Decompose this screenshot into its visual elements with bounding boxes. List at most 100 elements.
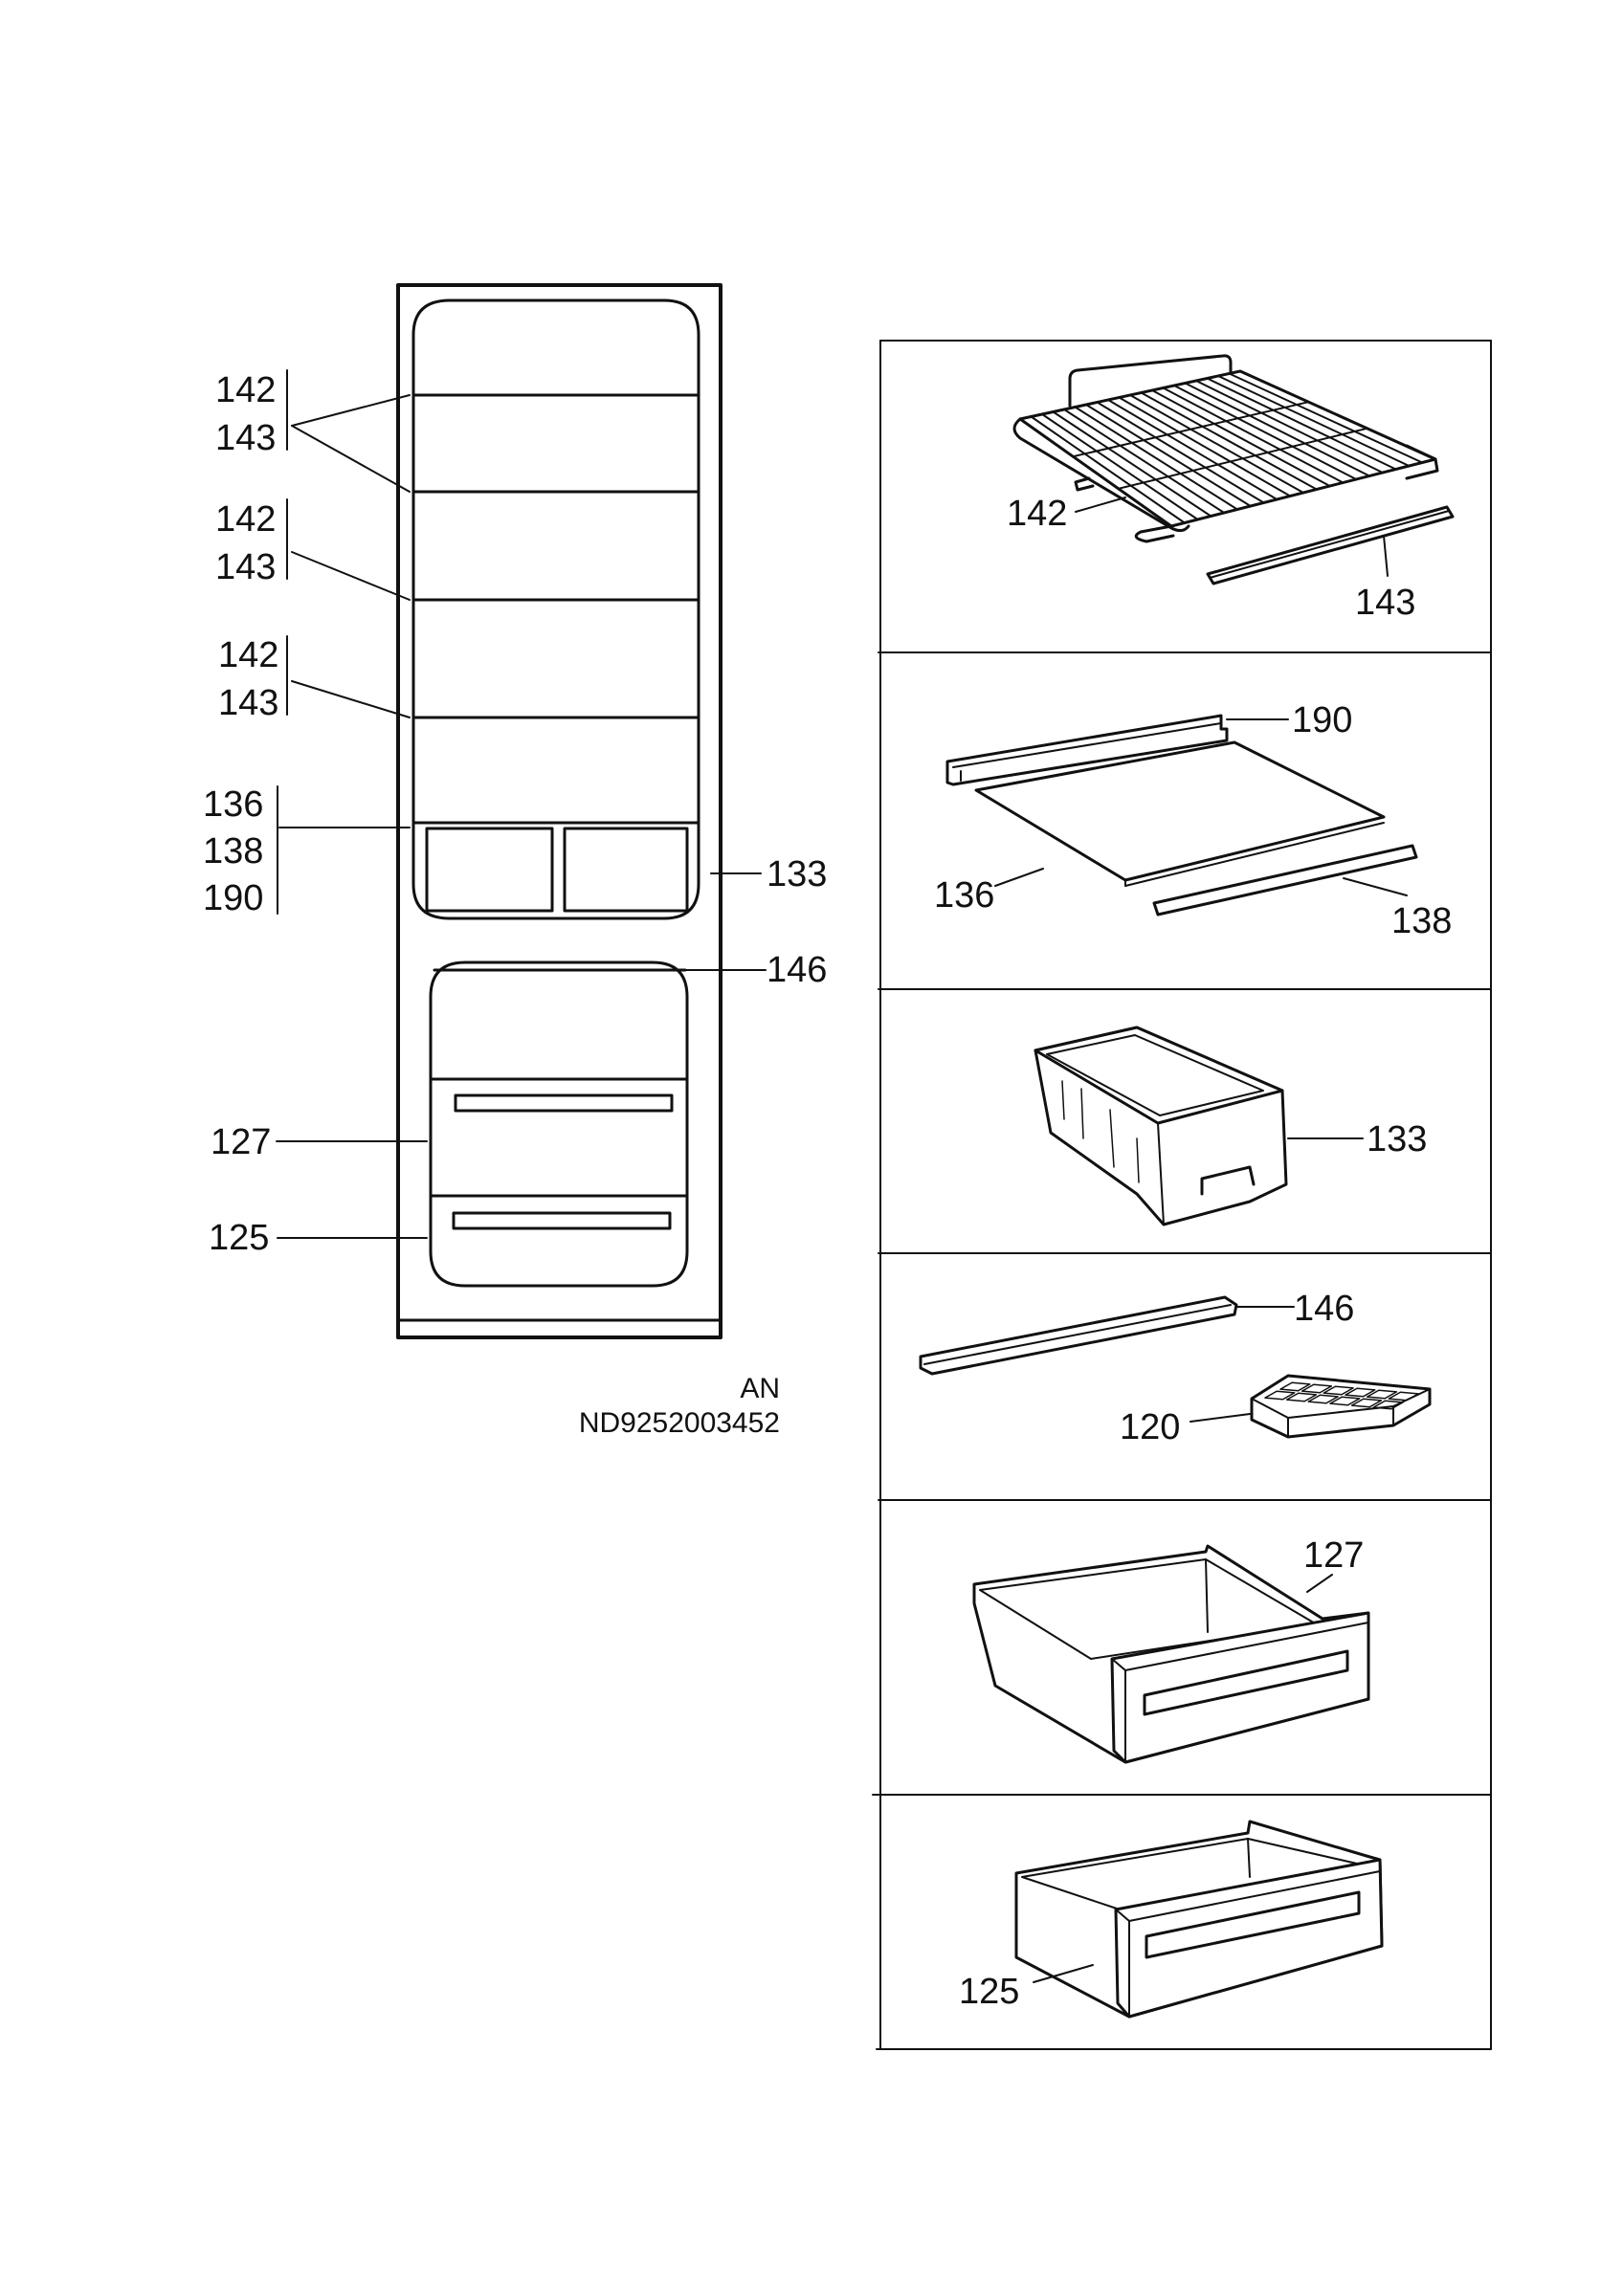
crisper-bin-illustration: 133 <box>1034 1026 1427 1226</box>
shelf-rod <box>1162 386 1345 484</box>
ice-tray <box>1250 1374 1432 1439</box>
lower-drawer-front <box>1114 1858 1384 2019</box>
upper-drawer-inner-corner <box>1205 1558 1209 1633</box>
callout-label: 142 <box>215 499 276 540</box>
callout-label: 146 <box>767 950 827 990</box>
leader-line <box>1306 1574 1333 1593</box>
leader-line <box>1343 877 1408 896</box>
upper-drawer-handle <box>454 1093 674 1113</box>
ice-cell <box>1372 1400 1404 1410</box>
lower-drawer-inner-corner <box>1247 1838 1251 1878</box>
shelf-rod <box>1096 401 1265 504</box>
shelf-rear-bar <box>1068 354 1233 408</box>
leader-line <box>994 868 1044 887</box>
appliance-front-view <box>396 283 723 1339</box>
crisper-corner <box>1157 1122 1165 1225</box>
crisper-right <box>563 827 689 913</box>
part-label: 120 <box>1120 1407 1180 1447</box>
callout-label: 133 <box>767 854 827 894</box>
upper-drawer-front <box>1110 1611 1370 1764</box>
cabinet-outline <box>396 283 723 1339</box>
leader-line <box>1075 497 1126 513</box>
ice-cell <box>1388 1391 1419 1402</box>
leader-line <box>1033 1964 1094 1983</box>
callout-label: 142 <box>218 635 278 675</box>
shelf-rod <box>1085 404 1252 507</box>
shelf-rod <box>1129 394 1304 494</box>
shelf-rod <box>1107 399 1278 500</box>
leader-line <box>1189 1413 1251 1423</box>
part-label: 143 <box>1355 583 1415 623</box>
callout-label: 127 <box>211 1122 271 1162</box>
callout-label: 138 <box>203 831 263 872</box>
strip-edge <box>923 1304 1232 1365</box>
part-label: 138 <box>1391 901 1452 941</box>
reference-line-2: ND9252003452 <box>579 1407 780 1439</box>
shelf-rod <box>1041 413 1199 520</box>
shelf-rod <box>1195 380 1384 474</box>
shelf-left-pin <box>1074 476 1095 492</box>
crisper-inner-rim <box>1046 1034 1264 1116</box>
glass-shelf-illustration: 190 136 138 <box>934 700 1452 941</box>
callout-label: 190 <box>203 878 263 918</box>
ice-cell <box>1279 1381 1311 1392</box>
wire-shelf-trim <box>1206 505 1455 585</box>
freezer-compartment <box>429 960 689 1288</box>
part-label: 142 <box>1007 494 1067 534</box>
shelf-rod <box>1140 391 1318 491</box>
ice-cell <box>1285 1392 1318 1402</box>
shelf-rods <box>1030 372 1424 524</box>
parts-panel <box>872 340 1492 2050</box>
ice-cell <box>1307 1394 1339 1404</box>
shelf-cross-rod <box>1072 401 1310 458</box>
shelf-rod <box>1206 377 1397 471</box>
shelf-rod <box>1074 406 1238 511</box>
drawing-reference: AN ND9252003452 <box>579 1373 780 1439</box>
ice-cell <box>1329 1396 1361 1406</box>
callout-label: 125 <box>209 1218 269 1258</box>
shelf-rod <box>1228 372 1424 464</box>
divider-strip <box>919 1295 1238 1376</box>
crisper-bin-rim <box>1034 1026 1284 1125</box>
ice-tray-cells <box>1264 1381 1419 1410</box>
lower-drawer-handle-slot <box>1145 1890 1361 1959</box>
callout-label: 136 <box>203 784 263 825</box>
callout-label: 142 <box>215 370 276 410</box>
upper-drawer-illustration: 127 <box>972 1535 1370 1764</box>
shelf-rod <box>1063 408 1226 514</box>
part-label: 136 <box>934 875 994 916</box>
ice-cell <box>1264 1390 1296 1401</box>
shelf-cross-rod <box>1117 427 1368 490</box>
callout-label: 143 <box>215 547 276 587</box>
lower-drawer-handle <box>452 1211 672 1230</box>
callout-label: 143 <box>218 683 278 723</box>
crisper-notch <box>1200 1165 1256 1196</box>
fridge-compartment <box>411 298 700 920</box>
part-label: 146 <box>1294 1289 1354 1329</box>
ice-cell <box>1301 1383 1333 1394</box>
shelf-left-curl <box>1012 417 1190 533</box>
wire-shelf-illustration: 142 143 <box>1007 354 1455 623</box>
leader-line <box>291 394 411 427</box>
rear-trim-detail <box>952 722 1222 782</box>
ice-cell <box>1350 1398 1383 1408</box>
glass-edge <box>1124 822 1385 887</box>
shelf-rod <box>1118 396 1292 497</box>
leader-line <box>291 551 411 601</box>
crisper-shading <box>1061 1080 1140 1183</box>
shelf-rod <box>1052 410 1212 518</box>
trim-edge <box>1209 510 1450 579</box>
part-label: 125 <box>959 1972 1019 2012</box>
divider-and-ice-tray: 146 120 <box>919 1289 1432 1447</box>
shelf-rod <box>1151 389 1331 487</box>
overview-callouts: 142 143 142 143 142 143 136 138 190 133 … <box>203 369 827 1258</box>
upper-drawer-handle-slot <box>1143 1649 1349 1716</box>
glass-shelf-panel <box>974 740 1386 882</box>
shelf-rod <box>1184 382 1370 477</box>
part-label: 190 <box>1292 700 1352 740</box>
shelf-rod <box>1173 385 1358 480</box>
lower-drawer-illustration: 125 <box>959 1820 1384 2019</box>
ice-cell <box>1323 1385 1354 1396</box>
leader-line <box>291 680 411 718</box>
